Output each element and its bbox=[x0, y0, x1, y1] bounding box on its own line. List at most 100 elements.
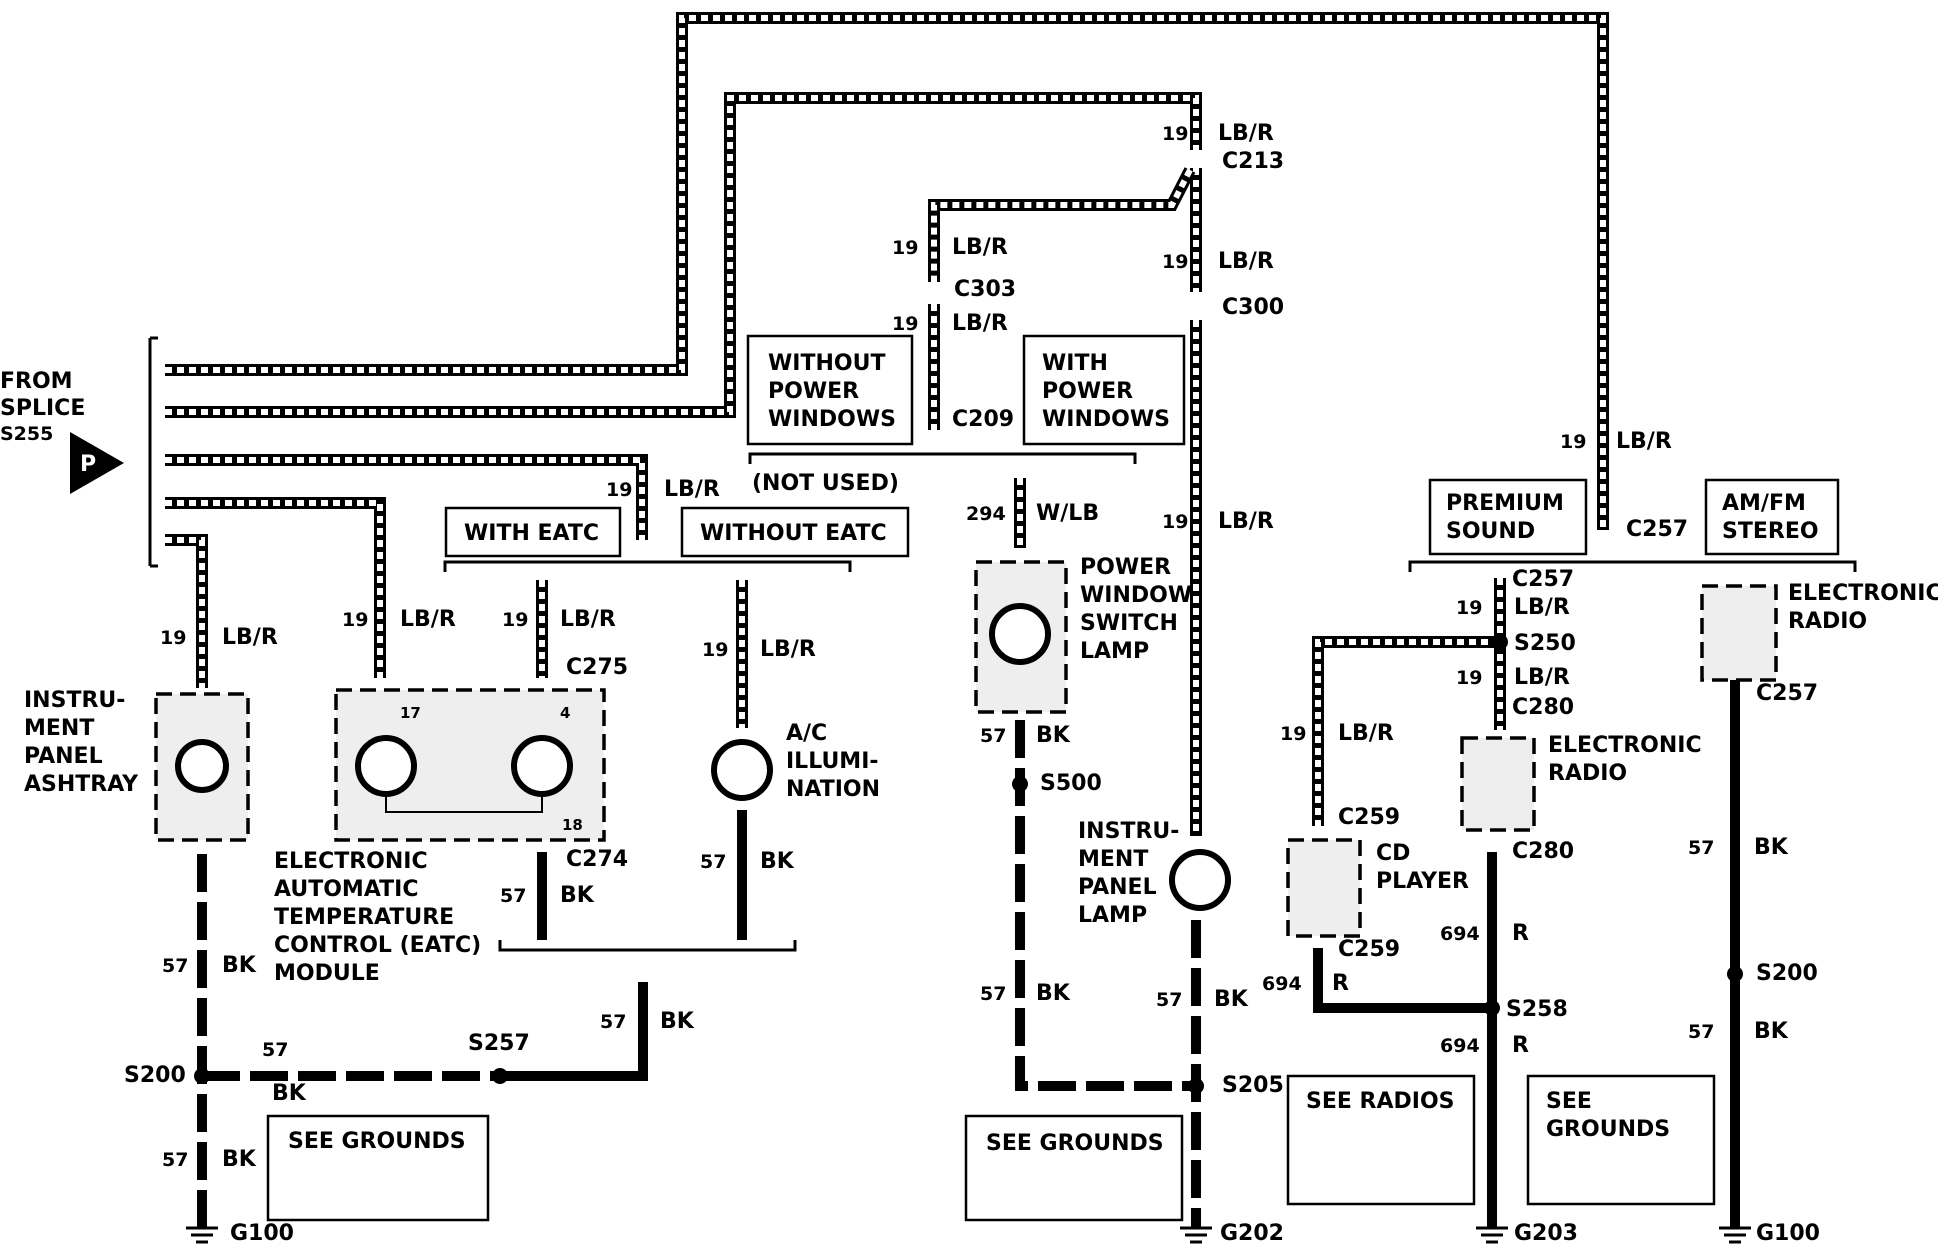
svg-text:57: 57 bbox=[1688, 837, 1714, 859]
svg-text:19: 19 bbox=[1162, 251, 1188, 273]
svg-text:G100: G100 bbox=[230, 1221, 294, 1246]
svg-text:ILLUMI-: ILLUMI- bbox=[786, 749, 879, 774]
bulb-icon bbox=[175, 739, 229, 793]
svg-text:19: 19 bbox=[160, 627, 186, 649]
source-arrow-icon bbox=[70, 432, 124, 494]
bulb-icon bbox=[711, 739, 773, 801]
bulb-icon bbox=[511, 735, 573, 797]
brackets bbox=[148, 336, 1857, 952]
svg-text:19: 19 bbox=[1560, 431, 1586, 453]
svg-text:G100: G100 bbox=[1756, 1221, 1820, 1246]
svg-text:SOUND: SOUND bbox=[1446, 519, 1535, 544]
svg-text:57: 57 bbox=[1156, 989, 1182, 1011]
ground-wires bbox=[197, 680, 1740, 1228]
svg-text:LB/R: LB/R bbox=[1218, 509, 1274, 534]
svg-text:19: 19 bbox=[1456, 597, 1482, 619]
svg-text:ELECTRONIC: ELECTRONIC bbox=[1548, 733, 1702, 758]
svg-text:R: R bbox=[1512, 921, 1529, 946]
svg-text:694: 694 bbox=[1440, 923, 1480, 945]
svg-text:C300: C300 bbox=[1222, 295, 1284, 320]
bulb-icon bbox=[989, 603, 1051, 665]
svg-text:57: 57 bbox=[980, 983, 1006, 1005]
svg-text:BK: BK bbox=[272, 1081, 307, 1106]
lbr-wires bbox=[165, 12, 1609, 836]
svg-text:S258: S258 bbox=[1506, 997, 1568, 1022]
svg-text:MODULE: MODULE bbox=[274, 961, 380, 986]
svg-text:694: 694 bbox=[1262, 973, 1302, 995]
svg-text:19: 19 bbox=[1162, 123, 1188, 145]
power-window-switch-lamp: POWER WINDOW SWITCH LAMP bbox=[974, 555, 1192, 714]
svg-text:SWITCH: SWITCH bbox=[1080, 611, 1178, 636]
svg-text:S250: S250 bbox=[1514, 631, 1576, 656]
svg-text:S257: S257 bbox=[468, 1031, 530, 1056]
svg-text:POWER: POWER bbox=[768, 379, 859, 404]
svg-text:(NOT USED): (NOT USED) bbox=[752, 471, 899, 496]
svg-text:19: 19 bbox=[1280, 723, 1306, 745]
svg-text:LB/R: LB/R bbox=[222, 625, 278, 650]
ground-icon bbox=[1719, 1226, 1751, 1244]
svg-text:LAMP: LAMP bbox=[1080, 639, 1149, 664]
svg-text:C257: C257 bbox=[1626, 517, 1688, 542]
svg-text:C274: C274 bbox=[566, 847, 628, 872]
svg-text:BK: BK bbox=[560, 883, 595, 908]
svg-text:WINDOWS: WINDOWS bbox=[768, 407, 896, 432]
svg-text:MENT: MENT bbox=[24, 716, 94, 741]
svg-text:C303: C303 bbox=[954, 277, 1016, 302]
svg-text:S200: S200 bbox=[1756, 961, 1818, 986]
ground-icon bbox=[1180, 1226, 1212, 1244]
svg-text:57: 57 bbox=[162, 955, 188, 977]
svg-text:C280: C280 bbox=[1512, 839, 1574, 864]
svg-text:BK: BK bbox=[1754, 835, 1789, 860]
svg-text:G203: G203 bbox=[1514, 1221, 1578, 1246]
svg-text:57: 57 bbox=[162, 1149, 188, 1171]
svg-text:S200: S200 bbox=[124, 1063, 186, 1088]
svg-text:19: 19 bbox=[892, 237, 918, 259]
ashtray-lamp: INSTRU- MENT PANEL ASHTRAY bbox=[24, 688, 250, 842]
svg-text:A/C: A/C bbox=[786, 721, 827, 746]
svg-text:ELECTRONIC: ELECTRONIC bbox=[1788, 581, 1938, 606]
svg-text:S255: S255 bbox=[0, 423, 53, 445]
svg-text:C257: C257 bbox=[1512, 567, 1574, 592]
svg-text:LB/R: LB/R bbox=[1218, 121, 1274, 146]
svg-text:18: 18 bbox=[562, 816, 583, 834]
bulb-icon bbox=[355, 735, 417, 797]
svg-text:LB/R: LB/R bbox=[1514, 665, 1570, 690]
bulb-icon bbox=[1169, 849, 1231, 911]
svg-text:WINDOWS: WINDOWS bbox=[1042, 407, 1170, 432]
svg-text:W/LB: W/LB bbox=[1036, 501, 1099, 526]
svg-text:C259: C259 bbox=[1338, 805, 1400, 830]
svg-text:C259: C259 bbox=[1338, 937, 1400, 962]
svg-text:P: P bbox=[80, 452, 96, 477]
electronic-radio-premium: ELECTRONIC RADIO bbox=[1460, 733, 1702, 832]
svg-text:STEREO: STEREO bbox=[1722, 519, 1819, 544]
svg-text:SEE GROUNDS: SEE GROUNDS bbox=[986, 1131, 1164, 1156]
svg-text:19: 19 bbox=[892, 313, 918, 335]
svg-text:LB/R: LB/R bbox=[1616, 429, 1672, 454]
svg-text:CD: CD bbox=[1376, 841, 1410, 866]
svg-text:BK: BK bbox=[1214, 987, 1249, 1012]
svg-text:57: 57 bbox=[262, 1039, 288, 1061]
wire-labels: 19 LB/R 19 LB/R 19 LB/R 19 LB/R 19 LB/R … bbox=[160, 121, 1789, 1172]
svg-text:17: 17 bbox=[400, 704, 421, 722]
electronic-radio-amfm: ELECTRONIC RADIO bbox=[1700, 581, 1938, 682]
svg-text:57: 57 bbox=[700, 851, 726, 873]
svg-text:TEMPERATURE: TEMPERATURE bbox=[274, 905, 454, 930]
svg-text:G202: G202 bbox=[1220, 1221, 1284, 1246]
svg-text:S500: S500 bbox=[1040, 771, 1102, 796]
svg-text:RADIO: RADIO bbox=[1788, 609, 1867, 634]
svg-text:LB/R: LB/R bbox=[1218, 249, 1274, 274]
svg-text:SPLICE: SPLICE bbox=[0, 396, 85, 421]
svg-text:WITHOUT EATC: WITHOUT EATC bbox=[700, 521, 887, 546]
svg-text:LB/R: LB/R bbox=[1514, 595, 1570, 620]
svg-text:LB/R: LB/R bbox=[760, 637, 816, 662]
svg-text:GROUNDS: GROUNDS bbox=[1546, 1117, 1670, 1142]
svg-text:C257: C257 bbox=[1756, 681, 1818, 706]
svg-text:CONTROL (EATC): CONTROL (EATC) bbox=[274, 933, 481, 958]
svg-text:LB/R: LB/R bbox=[952, 235, 1008, 260]
svg-text:WITH: WITH bbox=[1042, 351, 1108, 376]
svg-text:PLAYER: PLAYER bbox=[1376, 869, 1469, 894]
svg-text:RADIO: RADIO bbox=[1548, 761, 1627, 786]
svg-text:S205: S205 bbox=[1222, 1073, 1284, 1098]
